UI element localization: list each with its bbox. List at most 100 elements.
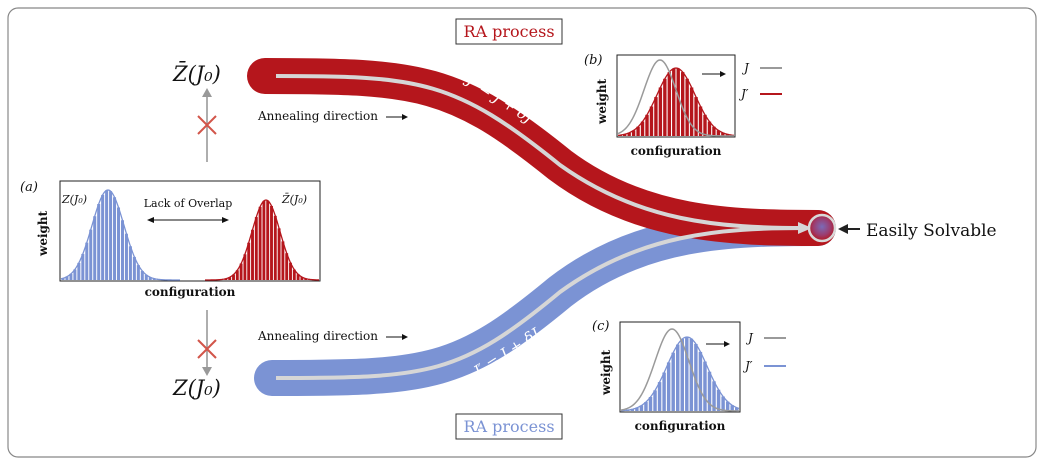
panel-a-left-bar <box>109 191 113 280</box>
panel-a-left-bar <box>148 277 152 280</box>
panel-c-jprime-bar <box>680 339 684 411</box>
panel-a-right-peak: Z̄(J₀) <box>281 193 307 206</box>
bottom-ra-label: RA process <box>463 417 554 436</box>
panel-a-right-bar <box>296 274 300 280</box>
panel-a-left-bar <box>85 242 89 280</box>
target-label: Easily Solvable <box>866 221 997 241</box>
panel-a-right-bar <box>300 277 304 280</box>
panel-a-right-bar <box>266 200 270 280</box>
panel-a-left-peak: Z(J₀) <box>61 193 87 206</box>
annealing-bottom-label: Annealing direction <box>257 329 378 343</box>
down-cross-mark <box>197 339 217 359</box>
panel-a-left-bar <box>65 276 69 280</box>
panel-c-jprime-bar <box>644 401 648 411</box>
panel-a-left-curve <box>60 189 180 281</box>
panel-a-left-bar <box>81 253 85 280</box>
panel-b-jprime-bar <box>703 114 707 136</box>
panel-a-left-bar <box>117 207 121 280</box>
panel-b-jprime-bar <box>631 130 636 136</box>
panel-c-jprime-bar <box>707 371 712 411</box>
panel-c-jprime-bar <box>703 361 707 411</box>
panel-b-frame <box>616 54 736 138</box>
annealing-top-arrowhead <box>402 114 408 120</box>
panel-b-jprime-bar <box>649 106 654 136</box>
panel-b-shift-arrowhead <box>720 71 726 77</box>
panel-c-jprime-bar <box>666 362 671 411</box>
top-ra-label: RA process <box>463 22 554 41</box>
panel-a-left-bar <box>97 204 101 280</box>
panel-a-left-bar <box>124 233 128 280</box>
panel-b-plot <box>617 59 735 137</box>
panel-a-left-bar <box>128 246 132 280</box>
annealing-bottom-arrowhead <box>402 334 408 340</box>
overlap-arrow-left <box>147 217 154 223</box>
panel-a-left-bar <box>73 269 77 280</box>
panel-a-xlabel: configuration <box>145 285 236 299</box>
panel-a-left-bar <box>152 278 156 280</box>
panel-a-right-bar <box>239 263 243 280</box>
panel-a-right-bar <box>270 205 273 280</box>
panel-a-right-bar <box>262 200 266 280</box>
panel-b-jprime-bar <box>689 87 694 136</box>
panel-c-legend-j: J <box>745 331 754 345</box>
panel-c-plot <box>620 328 740 412</box>
panel-a-left-bar <box>69 273 73 280</box>
panel-a-left-bar <box>101 194 105 280</box>
panel-c-shift-arrowhead <box>724 341 730 347</box>
panel-b-legend-jp: J′ <box>738 87 749 101</box>
bottom-ra-box <box>455 413 563 440</box>
panel-c-jprime-bar <box>698 351 703 411</box>
panel-b-jprime-bar <box>627 132 631 136</box>
panel-c-jprime-bar <box>712 381 716 411</box>
panel-b-jprime-bar <box>640 121 645 136</box>
panel-b-jprime-bar <box>707 121 712 136</box>
panel-c-jprime-bar <box>648 397 653 411</box>
panel-a-overlap: Lack of Overlap <box>144 197 233 210</box>
bottom-node-label: Z(J₀) <box>172 376 221 400</box>
panel-c-ylabel: weight <box>599 349 613 396</box>
solvable-target <box>807 213 837 243</box>
panel-a-right-bar <box>273 215 277 280</box>
up-arrow-head <box>202 88 212 97</box>
panel-a-tag: (a) <box>20 180 38 195</box>
merge-arrowhead <box>798 222 812 234</box>
panel-b-jprime-bar <box>663 78 667 136</box>
panel-b-jprime-bar <box>681 72 685 136</box>
panel-b-jprime-bar <box>636 126 640 136</box>
panel-a-right-bar <box>281 241 285 280</box>
annealing-top-label: Annealing direction <box>257 109 378 123</box>
panel-c-jprime-bar <box>630 409 635 411</box>
panel-b-j-curve <box>617 59 734 137</box>
panel-a-right-bar <box>292 269 296 280</box>
panel-a-left-bar <box>136 265 140 280</box>
panel-c-jprime-bar <box>676 344 680 411</box>
panel-c-jprime-bar <box>671 352 675 411</box>
panel-a-right-bar <box>258 206 262 280</box>
bottom-center-line <box>275 226 806 380</box>
panel-a-left-bar <box>144 274 148 280</box>
panel-a-left-bar <box>77 262 81 280</box>
panel-b-tag: (b) <box>584 53 602 68</box>
panel-c-jprime-bar <box>639 405 644 411</box>
panel-a-right-bar <box>228 277 232 280</box>
panel-a-right-bar <box>289 262 292 280</box>
up-cross-mark <box>197 115 217 135</box>
down-arrow-head <box>202 367 212 376</box>
panel-c-jprime-bar <box>689 338 694 411</box>
panel-a-left-bar <box>93 216 97 280</box>
panel-c-tag: (c) <box>592 319 609 334</box>
panel-b-jprime-bar <box>667 72 671 136</box>
outer-frame <box>7 7 1037 458</box>
panel-b-jprime-bar <box>694 97 698 136</box>
panel-b-jprime-bar <box>623 134 627 136</box>
panel-c-jprime-bar <box>735 407 739 411</box>
panel-b-ylabel: weight <box>595 78 609 125</box>
panel-a-right-bar <box>243 254 247 280</box>
panel-b-jprime-bar <box>721 132 725 136</box>
panel-a-right-bar <box>304 278 308 280</box>
panel-a-ylabel: weight <box>36 210 50 257</box>
panel-b-jprime-bar <box>672 68 676 136</box>
panel-a-right-bar <box>285 253 289 280</box>
panel-b-jprime-bar <box>645 114 649 136</box>
panel-b-jprime-bar <box>685 78 689 136</box>
